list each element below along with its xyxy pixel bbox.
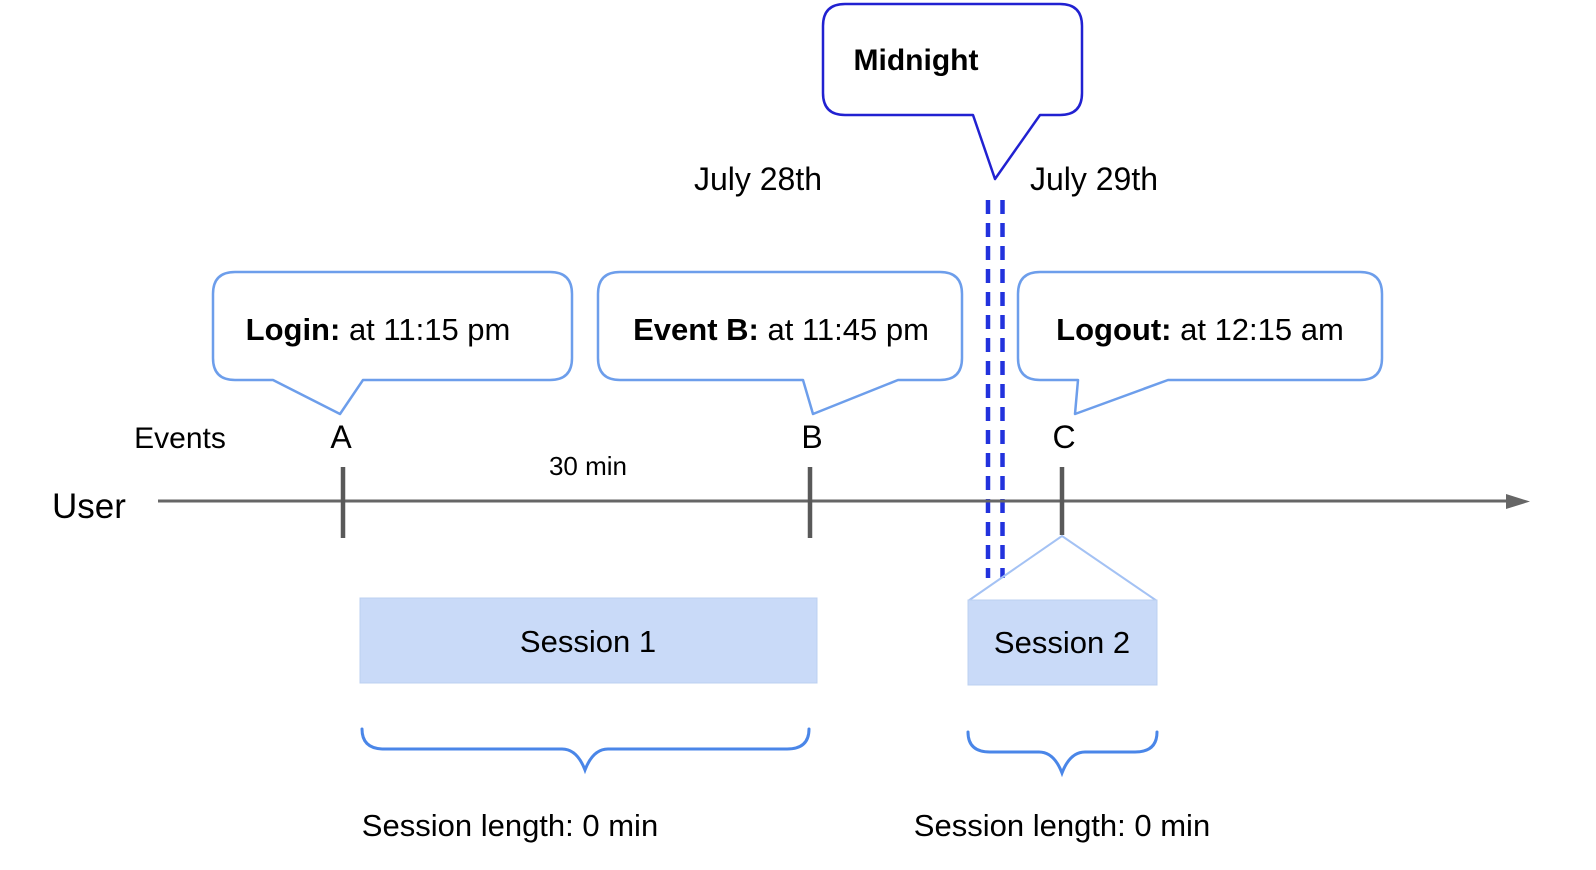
session1-box: Session 1 xyxy=(359,597,818,684)
login-callout: Login: at 11:15 pm xyxy=(211,270,574,416)
session2-length-label: Session length: 0 min xyxy=(914,808,1210,843)
midnight-bubble xyxy=(821,2,1084,181)
event-letter-a: A xyxy=(330,419,352,455)
logout-bubble xyxy=(1016,270,1384,416)
login-label-bold: Login: xyxy=(246,312,341,347)
session1-rect xyxy=(359,597,818,684)
midnight-label: Midnight xyxy=(854,44,979,77)
session2-brace xyxy=(966,730,1159,778)
event-b-bubble xyxy=(596,270,964,416)
event-letter-b: B xyxy=(801,419,822,455)
session2-box: Session 2 xyxy=(967,599,1158,686)
user-row-label: User xyxy=(52,487,126,526)
session1-label: Session 1 xyxy=(520,624,656,659)
arrowhead-icon xyxy=(1506,494,1530,509)
event-letter-c: C xyxy=(1052,419,1075,455)
session1-length-label: Session length: 0 min xyxy=(362,808,658,843)
logout-label-bold: Logout: xyxy=(1056,312,1171,347)
date-label-july-28: July 28th xyxy=(694,161,822,197)
session2-connector xyxy=(967,534,1158,602)
event-b-callout: Event B: at 11:45 pm xyxy=(596,270,964,416)
date-label-july-29: July 29th xyxy=(1030,161,1158,197)
login-bubble xyxy=(211,270,574,416)
logout-label: Logout: at 12:15 am xyxy=(1056,312,1344,347)
midnight-divider xyxy=(985,200,1005,578)
login-label: Login: at 11:15 pm xyxy=(246,312,511,347)
logout-label-rest: at 12:15 am xyxy=(1171,312,1343,347)
session2-label: Session 2 xyxy=(994,625,1130,660)
logout-callout: Logout: at 12:15 am xyxy=(1016,270,1384,416)
interval-label: 30 min xyxy=(549,451,627,481)
event-b-label-rest: at 11:45 pm xyxy=(759,312,929,347)
timeline-axis xyxy=(158,467,1530,538)
session1-brace xyxy=(360,727,811,775)
events-label: Events xyxy=(134,422,226,455)
event-b-label: Event B: at 11:45 pm xyxy=(633,312,929,347)
session2-rect xyxy=(967,599,1158,686)
event-b-label-bold: Event B: xyxy=(633,312,759,347)
login-label-rest: at 11:15 pm xyxy=(340,312,510,347)
midnight-callout: Midnight xyxy=(821,2,1084,181)
